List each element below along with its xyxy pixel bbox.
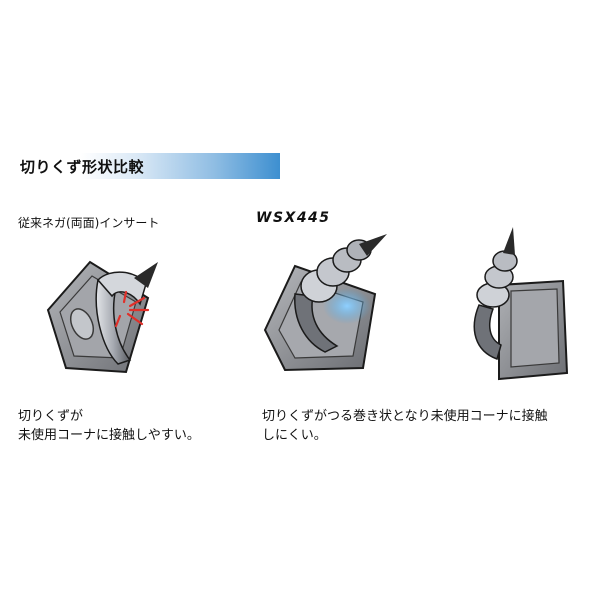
clearance-highlight	[323, 288, 371, 324]
helical-chip	[473, 227, 518, 360]
section-title: 切りくず形状比較	[20, 158, 145, 176]
wsx445-side-illustration	[473, 227, 569, 381]
helical-chip	[294, 234, 387, 353]
caption-line: 切りくずがつる巻き状となり未使用コーナに接触	[262, 409, 548, 424]
chip-tip	[134, 262, 158, 288]
caption-line: 未使用コーナに接触しやすい。	[18, 428, 200, 443]
conventional-insert-label: 従来ネガ(両面)インサート	[18, 216, 160, 230]
section-header-bar	[18, 153, 280, 179]
caption-line: 切りくずが	[18, 409, 84, 424]
insert-body	[498, 279, 569, 381]
chip-tip	[503, 227, 515, 255]
contact-spark-marker	[114, 290, 150, 328]
chip-curl	[95, 262, 158, 365]
wsx445-insert-illustration	[263, 234, 387, 372]
product-name-label: WSX445	[256, 210, 331, 226]
insert-hole	[69, 308, 95, 340]
product-caption: 切りくずがつる巻き状となり未使用コーナに接触 しにくい。	[262, 407, 548, 445]
conventional-insert-illustration	[46, 260, 158, 374]
caption-line: しにくい。	[262, 428, 327, 443]
chip-tip	[359, 234, 387, 256]
conventional-caption: 切りくずが 未使用コーナに接触しやすい。	[18, 407, 200, 445]
